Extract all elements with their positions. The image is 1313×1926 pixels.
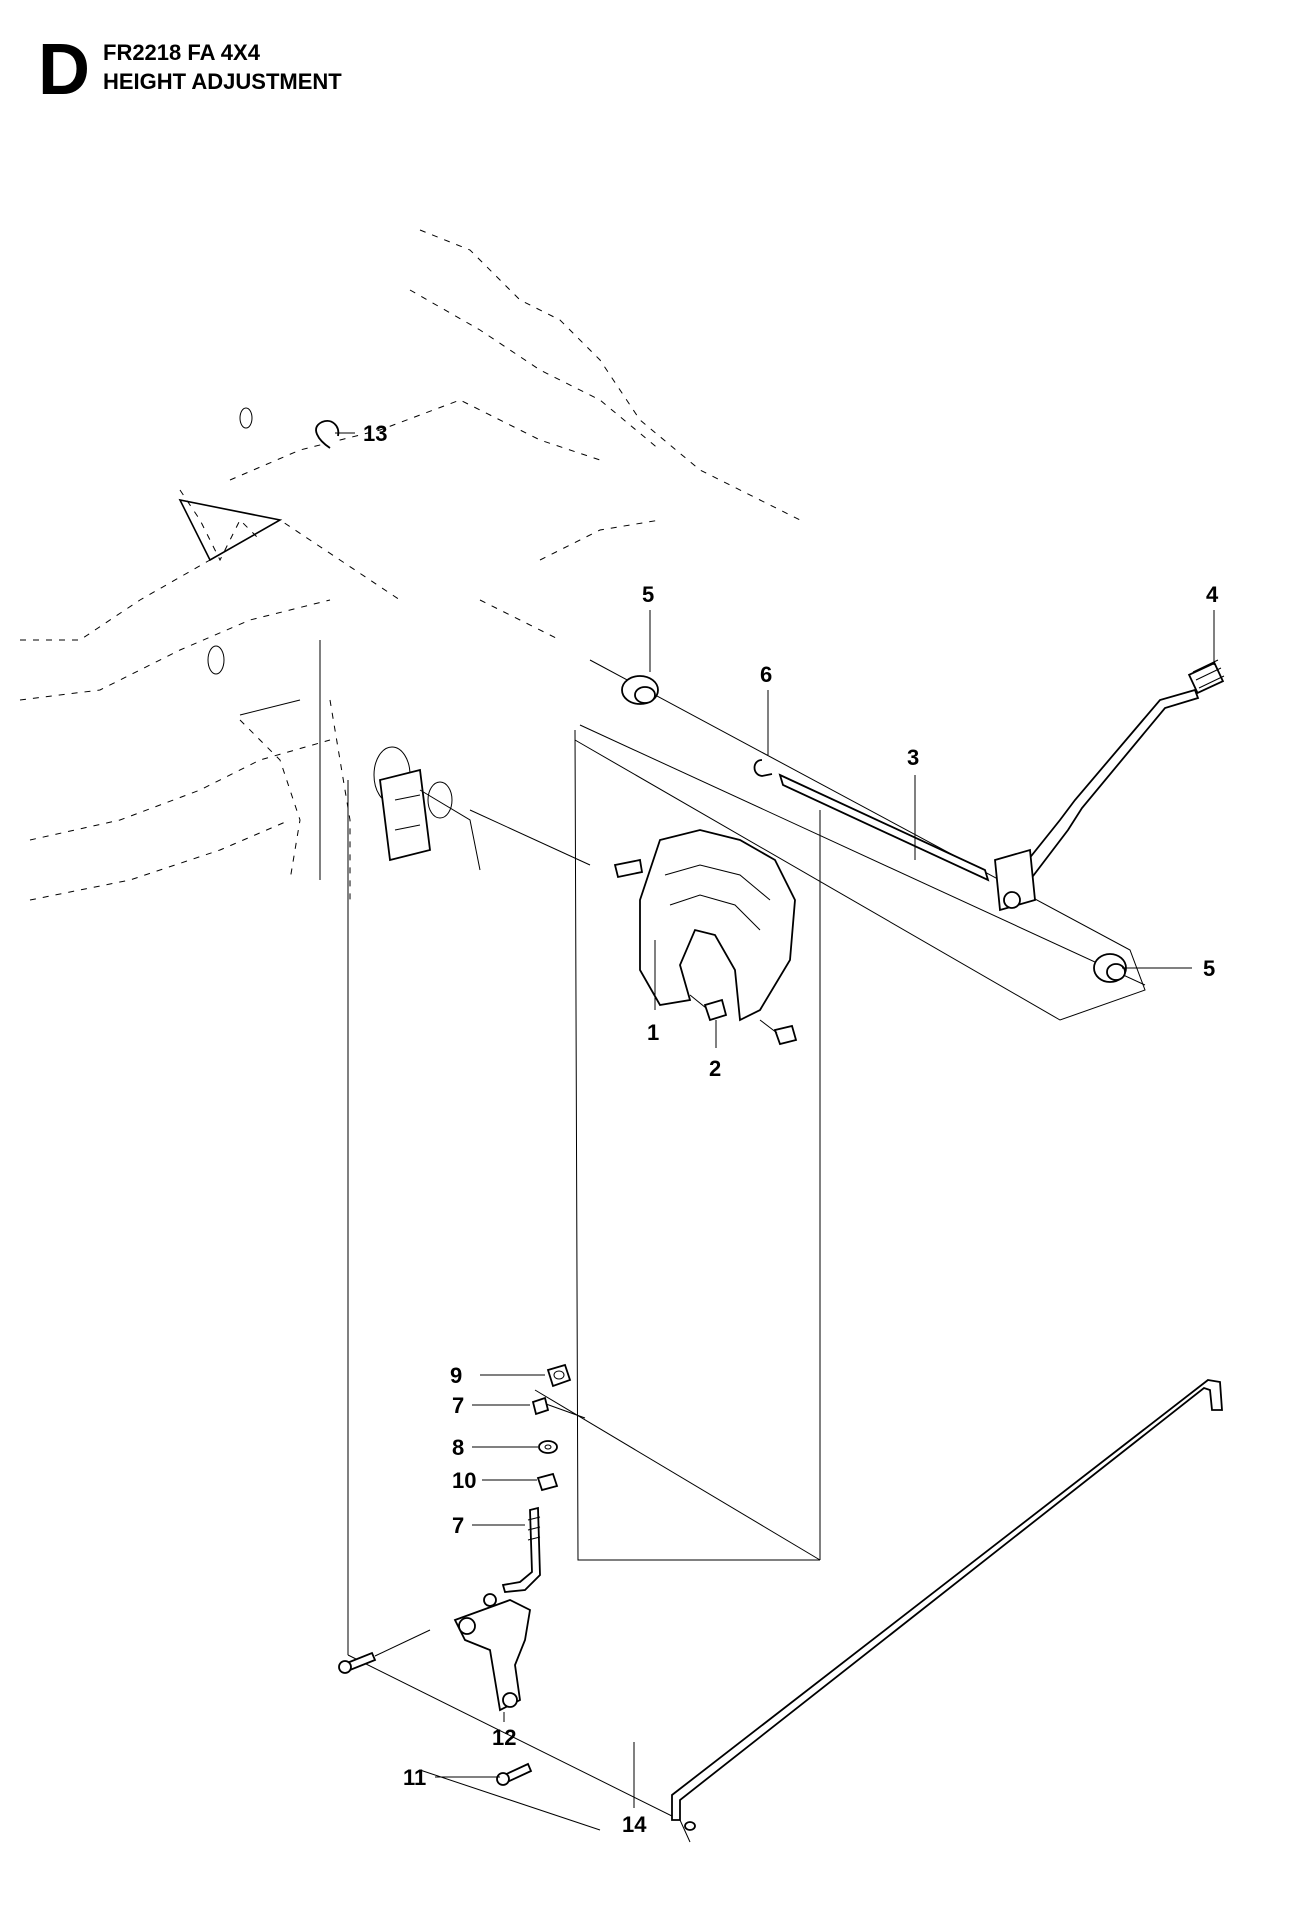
callout-5-right: 5 — [1203, 956, 1215, 981]
model-name: FR2218 FA 4X4 — [103, 40, 260, 65]
callout-10: 9 — [450, 1363, 462, 1388]
rod-part-7 — [501, 1506, 541, 1593]
mounting-bracket — [379, 768, 481, 871]
pin-part-12-upper — [338, 1629, 431, 1674]
callout-labels: 5 4 6 3 5 1 2 13 9 7 8 10 7 12 11 14 — [363, 421, 1219, 1837]
bushing-part-5-bottom — [1093, 953, 1127, 983]
callout-6: 6 — [760, 662, 772, 687]
lever-part-4 — [994, 659, 1225, 912]
callout-8: 7 — [452, 1393, 464, 1418]
assembly-guide-lines — [319, 640, 1146, 1843]
callout-5-top: 5 — [642, 582, 654, 607]
shaft-part-3 — [469, 773, 990, 882]
bolt-part-2 — [689, 994, 798, 1046]
callout-4: 4 — [1206, 582, 1219, 607]
callout-leaders — [335, 432, 1215, 1808]
callout-14: 13 — [363, 421, 387, 446]
callout-9: 8 — [452, 1435, 464, 1460]
bushing-part-5-top — [621, 675, 659, 705]
diagram-title: HEIGHT ADJUSTMENT — [103, 69, 342, 94]
callout-11: 10 — [452, 1468, 476, 1493]
nut-part-10 — [546, 1363, 572, 1388]
height-plate-part-1 — [613, 829, 796, 1022]
arm-part-13 — [453, 1593, 531, 1712]
chassis-frame-background — [19, 229, 801, 901]
pin-part-12-lower — [496, 1762, 533, 1786]
circlip-part-14 — [315, 420, 340, 449]
callout-3: 3 — [907, 745, 919, 770]
callout-15: 14 — [622, 1812, 647, 1837]
callout-7: 7 — [452, 1513, 464, 1538]
callout-1: 1 — [647, 1020, 659, 1045]
callout-13: 12 — [492, 1725, 516, 1750]
callout-2: 2 — [709, 1056, 721, 1081]
rod-part-15 — [671, 1379, 1223, 1831]
section-letter: D — [38, 30, 90, 110]
callout-12: 11 — [403, 1765, 426, 1790]
page-header: D FR2218 FA 4X4 HEIGHT ADJUSTMENT — [0, 0, 1313, 120]
clip-part-6 — [753, 759, 773, 777]
washer-part-9 — [538, 1440, 558, 1454]
bolt-part-8 — [531, 1396, 586, 1419]
nut-part-11 — [536, 1472, 559, 1492]
